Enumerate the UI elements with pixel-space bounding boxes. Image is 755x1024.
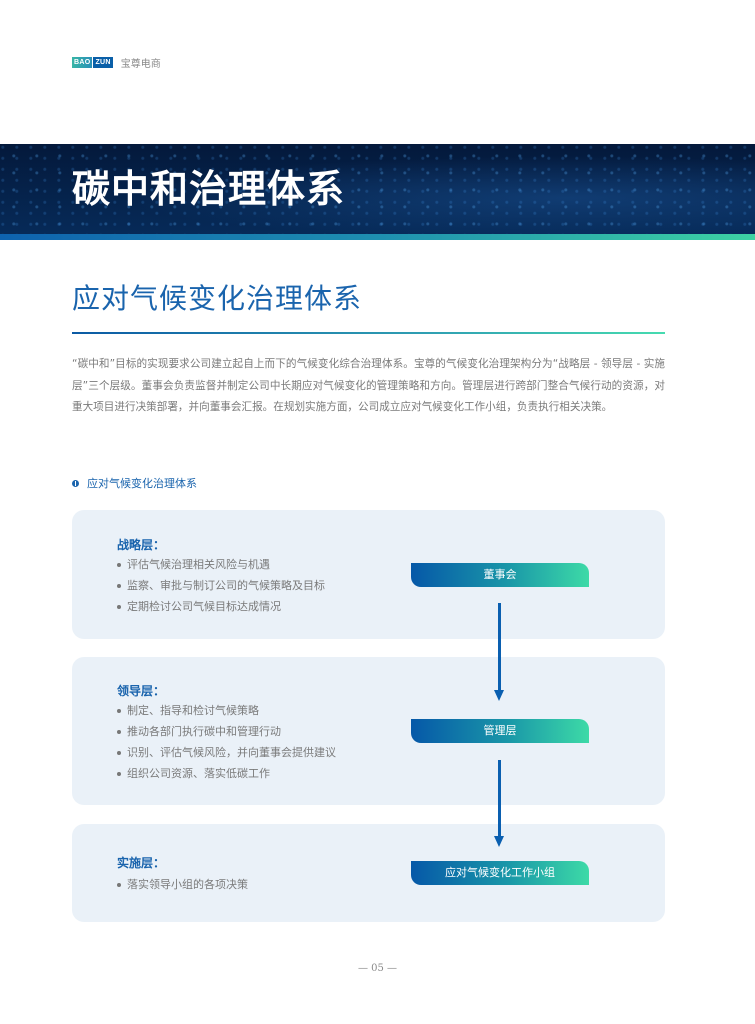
banner-gradient-strip [0,234,755,240]
section-title: 应对气候变化治理体系 [72,282,363,315]
layer-items: 落实领导小组的各项决策 [117,874,248,895]
list-item: 推动各部门执行碳中和管理行动 [117,721,336,742]
layer-title: 战略层： [117,538,166,552]
page-header: BAO ZUN 宝尊电商 [72,56,161,70]
body-box-management: 管理层 [411,719,589,743]
intro-paragraph: “碳中和”目标的实现要求公司建立起自上而下的气候变化综合治理体系。宝尊的气候变化… [72,358,665,413]
body-box-board: 董事会 [411,563,589,587]
layer-items: 评估气候治理相关风险与机遇 监察、审批与制订公司的气候策略及目标 定期检讨公司气… [117,554,325,617]
layer-items: 制定、指导和检讨气候策略 推动各部门执行碳中和管理行动 识别、评估气候风险，并向… [117,700,336,784]
section-divider [72,332,665,334]
list-item: 监察、审批与制订公司的气候策略及目标 [117,575,325,596]
list-item: 识别、评估气候风险，并向董事会提供建议 [117,742,336,763]
chapter-banner: 碳中和治理体系 [0,144,755,234]
layer-panel-implementation: 实施层： 落实领导小组的各项决策 [72,824,665,922]
list-item: 定期检讨公司气候目标达成情况 [117,596,325,617]
baozun-logo: BAO ZUN [72,56,113,68]
diagram-heading: 应对气候变化治理体系 [72,475,197,491]
logo-part-2: ZUN [93,56,113,68]
layer-title: 领导层： [117,684,166,698]
bullet-circle-icon [72,479,79,487]
layer-title: 实施层： [117,856,166,870]
diagram-heading-text: 应对气候变化治理体系 [87,477,197,490]
list-item: 落实领导小组的各项决策 [117,874,248,895]
chapter-title: 碳中和治理体系 [72,167,346,211]
list-item: 组织公司资源、落实低碳工作 [117,763,336,784]
arrow-down-icon [494,603,504,701]
list-item: 评估气候治理相关风险与机遇 [117,554,325,575]
page-number: — 05 — [357,963,398,974]
logo-part-1: BAO [72,56,93,68]
arrow-down-icon [494,760,504,847]
list-item: 制定、指导和检讨气候策略 [117,700,336,721]
brand-name: 宝尊电商 [120,58,161,70]
body-box-working-group: 应对气候变化工作小组 [411,861,589,885]
